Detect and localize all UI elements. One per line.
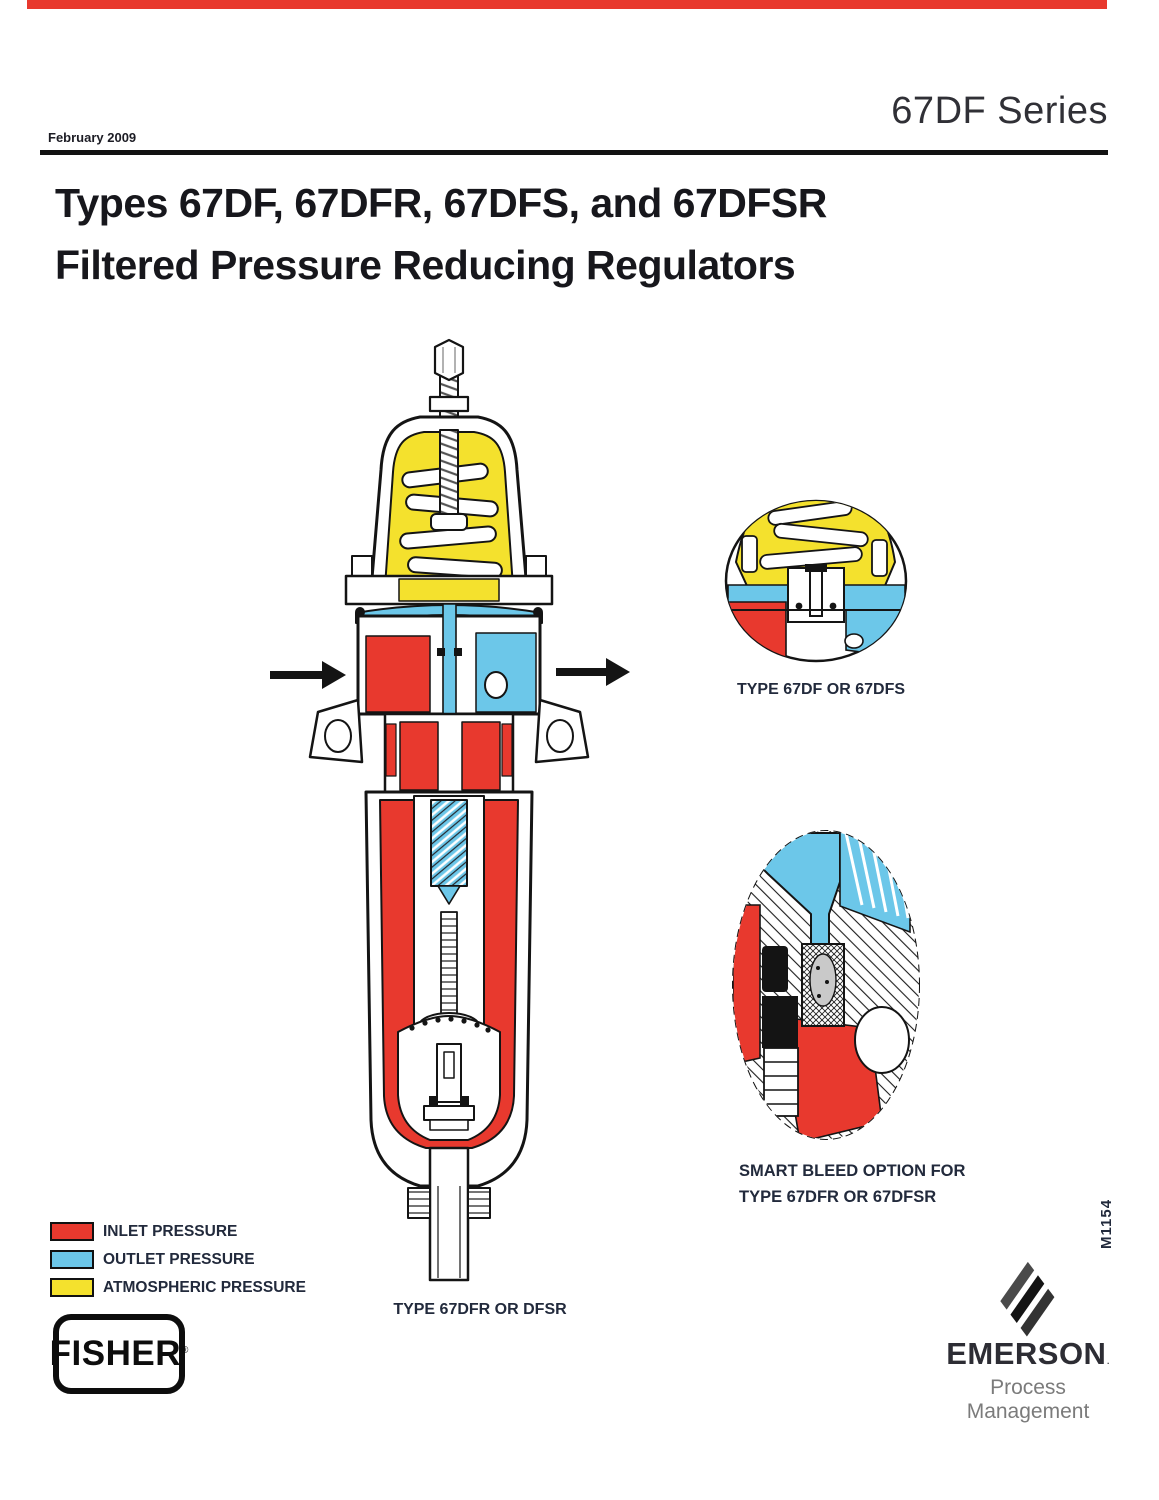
pressure-legend: INLET PRESSURE OUTLET PRESSURE ATMOSPHER…	[50, 1222, 306, 1306]
inlet-flow-arrow-icon	[270, 661, 346, 689]
main-regulator-figure	[308, 338, 590, 1282]
fisher-logo-text: FISHER	[49, 1334, 181, 1373]
main-figure-caption: TYPE 67DFR OR DFSR	[393, 1301, 567, 1318]
outlet-flow-arrow-icon	[556, 658, 630, 686]
inlet-pressure-swatch	[50, 1222, 94, 1241]
emerson-trademark: .	[1106, 1353, 1110, 1367]
inset2-caption-line2: TYPE 67DFR OR 67DFSR	[739, 1188, 937, 1207]
atmospheric-pressure-swatch	[50, 1278, 94, 1297]
header-rule	[40, 150, 1108, 155]
fisher-logo: FISHER®	[49, 1314, 189, 1394]
legend-item-atmospheric: ATMOSPHERIC PRESSURE	[50, 1278, 306, 1297]
inset-smart-bleed-diagram	[732, 830, 920, 1140]
page-title: Types 67DF, 67DFR, 67DFS, and 67DFSR Fil…	[55, 172, 827, 297]
series-header: 67DF Series	[891, 90, 1108, 132]
outlet-pressure-swatch	[50, 1250, 94, 1269]
page-title-line2: Filtered Pressure Reducing Regulators	[55, 242, 796, 289]
emerson-logo: EMERSON. Process Management	[928, 1336, 1128, 1424]
legend-item-inlet: INLET PRESSURE	[50, 1222, 306, 1241]
page-title-line1: Types 67DF, 67DFR, 67DFS, and 67DFSR	[55, 180, 827, 226]
header-red-bar	[27, 0, 1107, 9]
publication-date: February 2009	[48, 130, 137, 145]
inset2-caption: SMART BLEED OPTION FOR TYPE 67DFR OR 67D…	[739, 1158, 965, 1211]
legend-label: INLET PRESSURE	[103, 1222, 238, 1240]
legend-label: ATMOSPHERIC PRESSURE	[103, 1278, 306, 1296]
inset1-caption: TYPE 67DF OR 67DFS	[736, 681, 906, 698]
legend-item-outlet: OUTLET PRESSURE	[50, 1250, 306, 1269]
fisher-registered-mark: ®	[181, 1344, 189, 1356]
emerson-subtitle: Process Management	[966, 1376, 1090, 1423]
document-number: M1154	[1098, 1198, 1115, 1250]
inset-67df-diagram	[724, 499, 908, 663]
emerson-logo-text: EMERSON	[946, 1336, 1107, 1371]
legend-label: OUTLET PRESSURE	[103, 1250, 255, 1268]
emerson-logo-icon	[1000, 1262, 1055, 1337]
inset2-caption-line1: SMART BLEED OPTION FOR	[739, 1162, 966, 1180]
